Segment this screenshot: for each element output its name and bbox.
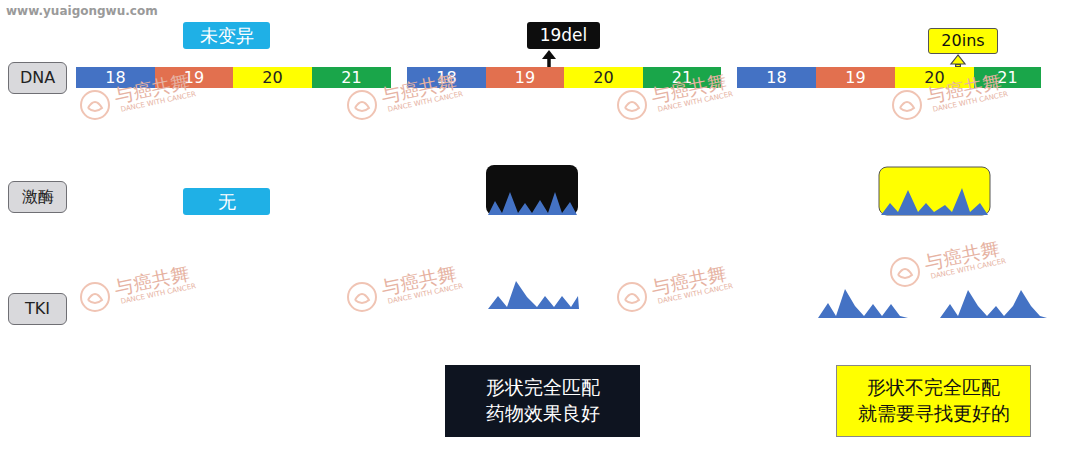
arrow-shaft [956, 65, 960, 66]
node-label: 18 [766, 69, 786, 87]
node-label: 无 [218, 192, 236, 212]
node-label: 19 [515, 69, 535, 87]
node-label: 19 [845, 69, 865, 87]
exon-segment: 21 [312, 67, 391, 88]
pointer-arrow [951, 55, 965, 67]
arrow-shaft [547, 59, 551, 67]
exon-segment: 20 [564, 67, 643, 88]
status-tag: 未变异 [183, 22, 270, 49]
note-box: 形状不完全匹配 就需要寻找更好的 [836, 365, 1031, 437]
exon-segment: 18 [737, 67, 816, 88]
site-url: www.yuaigongwu.com [6, 4, 158, 18]
node-label: 20 [593, 69, 613, 87]
note-text: 形状不完全匹配 就需要寻找更好的 [846, 375, 1021, 426]
arrow-head [542, 50, 556, 59]
exon-segment: 19 [816, 67, 895, 88]
row-label-box: TKI [8, 293, 67, 325]
node-label: 20ins [941, 32, 984, 50]
node-label: TKI [25, 300, 50, 318]
node-label: 激酶 [22, 188, 54, 206]
mutation-tag: 19del [527, 22, 600, 49]
node-label: 未变异 [200, 26, 254, 46]
note-box: 形状完全匹配 药物效果良好 [445, 365, 640, 437]
tki-shape [488, 281, 1047, 318]
arrow-head [951, 55, 965, 64]
exon-segment: 20 [233, 67, 312, 88]
status-tag: 无 [183, 188, 270, 215]
kinase-shape [486, 165, 578, 215]
watermark-logos [81, 91, 921, 311]
node-label: 19del [540, 26, 588, 45]
kinase-shape [879, 167, 990, 215]
pointer-arrow [542, 50, 556, 67]
node-label: 20 [262, 69, 282, 87]
mutation-tag: 20ins [928, 28, 998, 54]
exon-segment: 19 [486, 67, 564, 88]
node-label: DNA [20, 69, 55, 87]
node-label: 21 [341, 69, 361, 87]
row-label-box: DNA [8, 62, 67, 94]
note-text: 形状完全匹配 药物效果良好 [455, 375, 630, 426]
row-label-box: 激酶 [8, 181, 67, 213]
